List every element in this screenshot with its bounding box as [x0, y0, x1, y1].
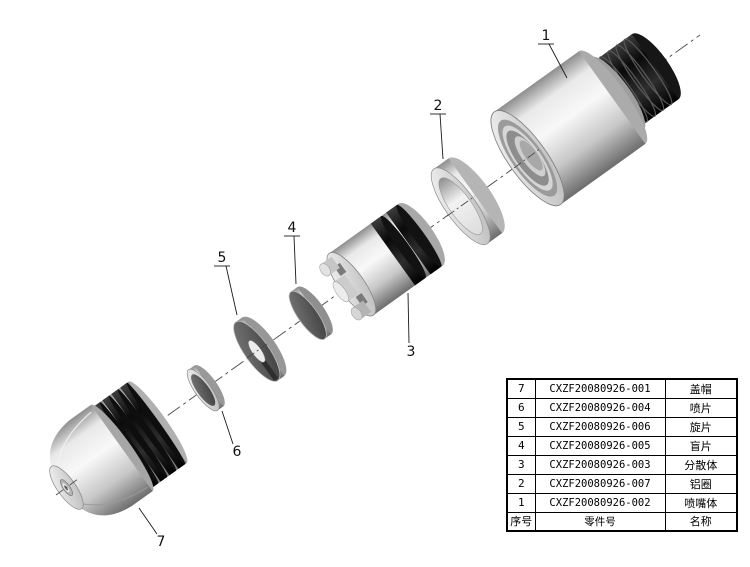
part-6-spray-disc: [186, 365, 225, 412]
header-part-number: 零件号: [534, 511, 666, 532]
centerline-through-holes: [55, 147, 542, 496]
callout-7-leader: [138, 507, 158, 535]
cell-part-number: CXZF20080926-004: [534, 397, 666, 418]
header-name: 名称: [664, 511, 738, 532]
callout-2-label: 2: [434, 98, 443, 114]
callout-5: 5: [214, 250, 238, 316]
part-5-swirl-plate: [233, 316, 287, 382]
cell-part-name: 铝圈: [664, 473, 738, 494]
parts-table-row: 1 CXZF20080926-002 喷嘴体: [506, 492, 738, 513]
cell-part-number: CXZF20080926-001: [534, 378, 666, 399]
cell-serial: 6: [506, 397, 536, 418]
callout-2-leader: [439, 113, 444, 160]
parts-table-row: 6 CXZF20080926-004 喷片: [506, 397, 738, 418]
cell-serial: 2: [506, 473, 536, 494]
cell-part-number: CXZF20080926-003: [534, 454, 666, 475]
callout-4: 4: [284, 220, 300, 285]
parts-table-row: 4 CXZF20080926-005 盲片: [506, 435, 738, 456]
parts-table-row: 2 CXZF20080926-007 铝圈: [506, 473, 738, 494]
parts-table-row: 7 CXZF20080926-001 盖帽: [506, 378, 738, 399]
cell-part-name: 喷片: [664, 397, 738, 418]
cell-part-number: CXZF20080926-007: [534, 473, 666, 494]
cell-part-name: 旋片: [664, 416, 738, 437]
disperser-oring-bands: [370, 204, 442, 286]
callout-1-label: 1: [542, 28, 551, 44]
cell-serial: 4: [506, 435, 536, 456]
callout-5-label: 5: [218, 250, 227, 266]
cell-part-name: 盲片: [664, 435, 738, 456]
cell-serial: 3: [506, 454, 536, 475]
callout-4-label: 4: [288, 220, 297, 236]
callout-6-label: 6: [233, 444, 242, 460]
callout-7-label: 7: [157, 534, 166, 550]
cell-serial: 7: [506, 378, 536, 399]
part-3-disperser: [319, 202, 445, 321]
swirl-slot: [261, 360, 278, 381]
cell-part-number: CXZF20080926-005: [534, 435, 666, 456]
callout-4-leader: [293, 235, 297, 285]
callout-1-leader: [548, 43, 568, 79]
body-bore: [497, 119, 558, 197]
parts-table-row: 5 CXZF20080926-006 旋片: [506, 416, 738, 437]
parts-table: 7 CXZF20080926-001 盖帽 6 CXZF20080926-004…: [506, 378, 738, 532]
part-2-ring: [430, 157, 505, 245]
callout-1: 1: [538, 28, 568, 79]
callout-3-label: 3: [407, 344, 416, 360]
cell-part-name: 喷嘴体: [664, 492, 738, 513]
header-serial: 序号: [506, 511, 536, 532]
callout-3-leader: [407, 292, 410, 344]
part-1-nozzle-body: [490, 33, 681, 207]
cell-serial: 5: [506, 416, 536, 437]
callout-5-leader: [225, 265, 238, 316]
parts-table-row: 3 CXZF20080926-003 分散体: [506, 454, 738, 475]
cell-serial: 1: [506, 492, 536, 513]
cell-part-number: CXZF20080926-002: [534, 492, 666, 513]
cell-part-name: 盖帽: [664, 378, 738, 399]
callout-2: 2: [430, 98, 446, 160]
part-4-blind-disc: [288, 286, 333, 340]
part-7-cap: [49, 381, 188, 516]
callout-6: 6: [221, 410, 242, 460]
disperser-castellations: [319, 256, 372, 321]
callout-3: 3: [407, 292, 416, 360]
cell-part-number: CXZF20080926-006: [534, 416, 666, 437]
cell-part-name: 分散体: [664, 454, 738, 475]
parts-table-header-row: 序号 零件号 名称: [506, 511, 738, 532]
callout-6-leader: [221, 410, 234, 445]
callout-7: 7: [138, 507, 166, 550]
